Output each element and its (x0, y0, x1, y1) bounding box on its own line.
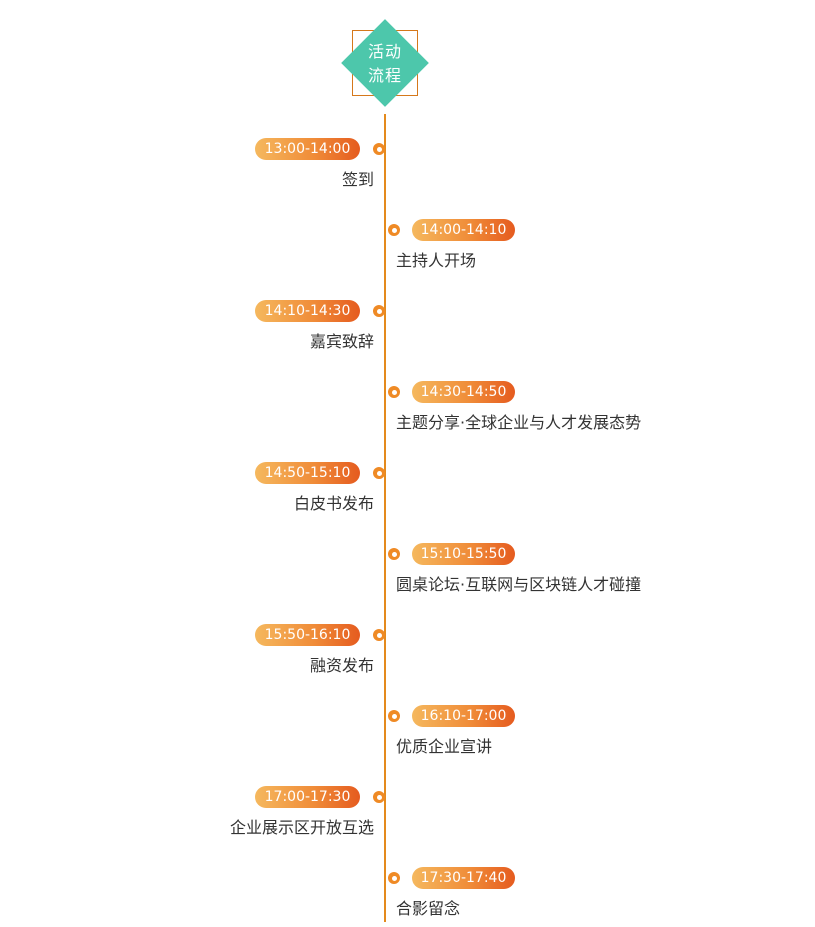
timeline-dot-icon (388, 224, 400, 236)
timeline-line (384, 114, 386, 922)
event-label: 融资发布 (309, 656, 374, 675)
timeline-dot-icon (388, 386, 400, 398)
timeline-dot-icon (388, 872, 400, 884)
event-label: 嘉宾致辞 (309, 332, 374, 351)
timeline-dot-icon (373, 467, 385, 479)
event-label: 合影留念 (396, 899, 461, 918)
timeline-event: 15:50-16:10 融资发布 (0, 624, 385, 684)
page-title: 活动 流程 (352, 40, 418, 88)
time-badge: 14:00-14:10 (412, 219, 515, 241)
event-label: 签到 (341, 170, 374, 189)
page-title-line-2: 流程 (367, 66, 402, 85)
timeline-event: 17:30-17:40 合影留念 (386, 867, 815, 927)
timeline-dot-icon (388, 548, 400, 560)
time-badge: 15:50-16:10 (255, 624, 360, 646)
time-badge: 14:30-14:50 (412, 381, 515, 403)
event-label: 企业展示区开放互选 (229, 818, 374, 837)
timeline-dot-icon (373, 791, 385, 803)
timeline-event: 16:10-17:00 优质企业宣讲 (386, 705, 815, 765)
timeline-dot-icon (388, 710, 400, 722)
timeline-event: 14:50-15:10 白皮书发布 (0, 462, 385, 522)
timeline-event: 17:00-17:30 企业展示区开放互选 (0, 786, 385, 846)
time-badge: 14:10-14:30 (255, 300, 360, 322)
timeline-dot-icon (373, 305, 385, 317)
event-label: 优质企业宣讲 (396, 737, 493, 756)
time-badge: 15:10-15:50 (412, 543, 515, 565)
time-badge: 17:00-17:30 (255, 786, 360, 808)
timeline-dot-icon (373, 629, 385, 641)
timeline-event: 14:30-14:50 主题分享·全球企业与人才发展态势 (386, 381, 815, 441)
event-label: 主持人开场 (396, 251, 477, 270)
time-badge: 17:30-17:40 (412, 867, 515, 889)
event-label: 主题分享·全球企业与人才发展态势 (396, 413, 642, 432)
time-badge: 14:50-15:10 (255, 462, 360, 484)
timeline-event: 15:10-15:50 圆桌论坛·互联网与区块链人才碰撞 (386, 543, 815, 603)
timeline-event: 14:10-14:30 嘉宾致辞 (0, 300, 385, 360)
time-badge: 13:00-14:00 (255, 138, 360, 160)
event-label: 圆桌论坛·互联网与区块链人才碰撞 (396, 575, 642, 594)
timeline-event: 14:00-14:10 主持人开场 (386, 219, 815, 279)
timeline-event: 13:00-14:00 签到 (0, 138, 385, 198)
event-label: 白皮书发布 (293, 494, 374, 513)
time-badge: 16:10-17:00 (412, 705, 515, 727)
page-title-line-1: 活动 (367, 42, 402, 61)
timeline-dot-icon (373, 143, 385, 155)
